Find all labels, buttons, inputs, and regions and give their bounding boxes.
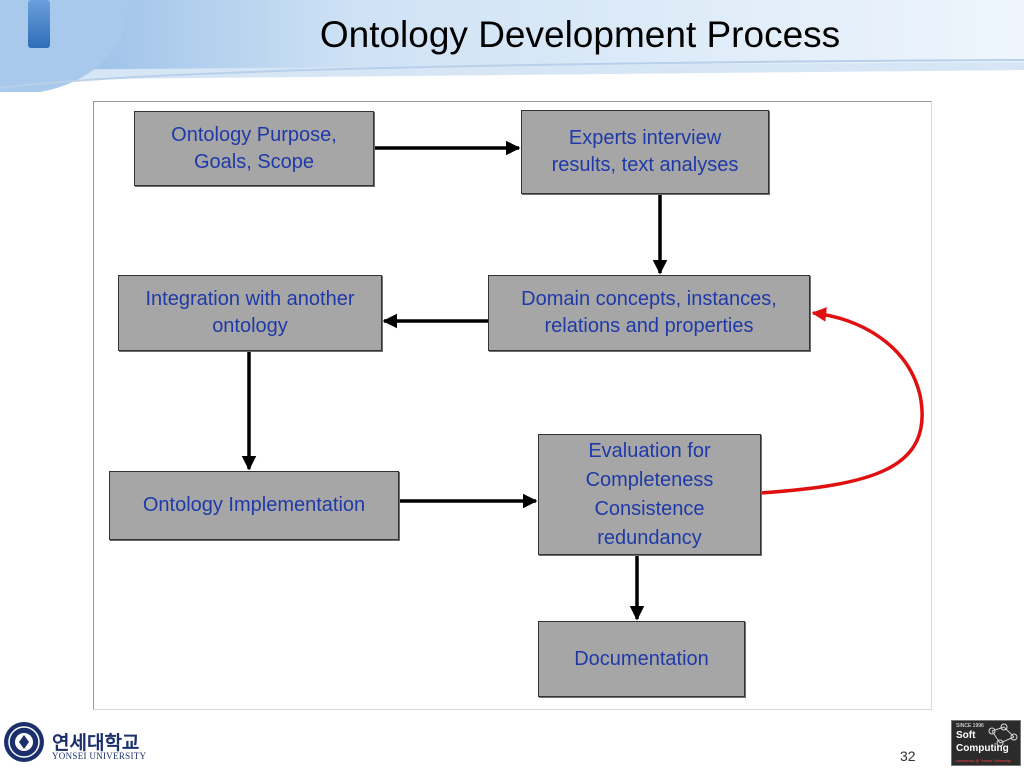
diagram-frame: [93, 101, 932, 710]
node-integration: Integration with another ontology: [118, 275, 382, 351]
node-evaluation: Evaluation for Completeness Consistence …: [538, 434, 761, 555]
page-number: 32: [900, 748, 916, 764]
feedback-arrow-evaluation-to-domain: [760, 307, 924, 495]
lab-logo-tag: Laboratory @ Yonsei University: [955, 758, 1011, 763]
soft-computing-lab-logo: SINCE 1996 Soft Computing Laboratory @ Y…: [951, 720, 1021, 766]
university-name-english: YONSEI UNIVERSITY: [52, 751, 147, 761]
node-domain-concepts: Domain concepts, instances, relations an…: [488, 275, 810, 351]
slide-title: Ontology Development Process: [319, 14, 841, 55]
node-experts-interview: Experts interview results, text analyses: [521, 110, 769, 194]
node-ontology-implementation: Ontology Implementation: [109, 471, 399, 540]
university-name-korean: 연세대학교: [52, 732, 140, 754]
network-graph-icon: [988, 723, 1018, 747]
node-ontology-purpose: Ontology Purpose, Goals, Scope: [134, 111, 374, 186]
node-documentation: Documentation: [538, 621, 745, 697]
header-band: [0, 0, 1024, 92]
lab-logo-since: SINCE 1996: [956, 723, 984, 729]
yonsei-seal-icon: [4, 722, 44, 762]
lab-logo-soft: Soft: [956, 730, 976, 741]
lab-logo-computing: Computing: [956, 743, 1009, 754]
